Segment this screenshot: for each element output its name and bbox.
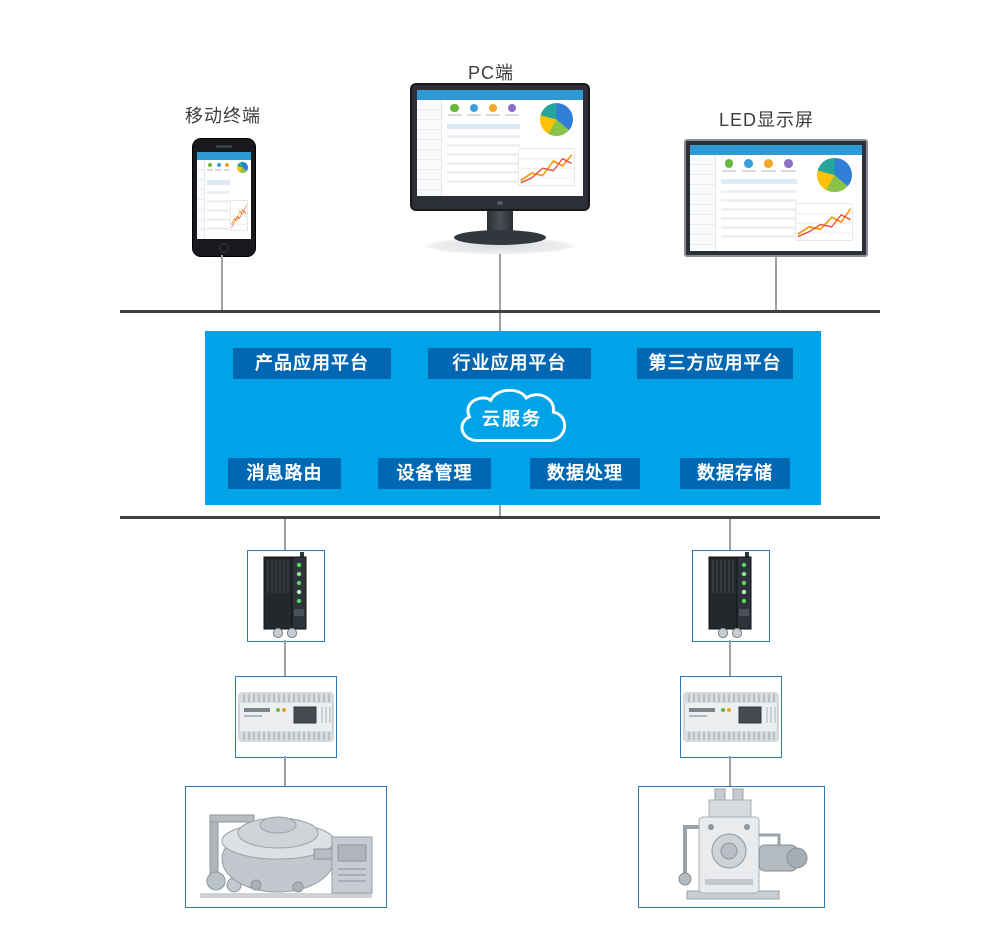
stat-line — [721, 169, 737, 172]
service-button-device-mgmt: 设备管理 — [378, 458, 491, 489]
monitor-logo — [497, 201, 503, 205]
dashboard-table — [206, 179, 231, 231]
dashboard-table — [720, 179, 797, 241]
led-screen — [690, 145, 862, 251]
stat-item — [721, 158, 737, 175]
connector-plc-to-machine-left — [284, 756, 286, 786]
connector-pc-to-bus — [499, 251, 501, 311]
pie-chart-icon — [236, 162, 248, 174]
granulator-machine-icon — [185, 786, 387, 908]
connector-bus-to-platform — [499, 313, 501, 331]
stat-line — [486, 114, 500, 117]
phone-screen — [197, 152, 251, 239]
iot-gateway-icon — [692, 550, 770, 642]
stat-item — [781, 158, 797, 175]
dashboard-stats — [207, 163, 231, 176]
stat-item — [504, 103, 520, 120]
desktop-monitor-icon — [400, 83, 600, 257]
connector-bus-to-gateway-right — [729, 519, 731, 550]
stat-line — [466, 114, 481, 117]
dashboard-stats — [447, 103, 520, 120]
connector-led-to-bus — [775, 257, 777, 311]
line-chart-icon — [229, 199, 249, 232]
tablet-press-machine-icon — [638, 786, 825, 908]
stat-dot-orange — [488, 103, 498, 113]
stat-line — [781, 169, 796, 172]
dashboard-topbar — [690, 145, 862, 155]
dashboard-topbar — [417, 90, 583, 100]
led-display-label: LED显示屏 — [719, 110, 815, 130]
cloud-platform-panel: 产品应用平台 行业应用平台 第三方应用平台 云服务 消息路由 设备管理 数据处理… — [205, 331, 821, 505]
smartphone-icon — [192, 138, 256, 257]
stat-dot-purple — [784, 158, 793, 168]
stat-dot-orange — [224, 163, 229, 168]
line-chart-icon — [794, 203, 854, 242]
service-button-data-storage: 数据存储 — [680, 458, 790, 489]
dashboard-ui — [197, 152, 251, 239]
cloud-service-label: 云服务 — [482, 409, 542, 429]
stat-line — [215, 169, 222, 172]
connector-plc-to-machine-right — [729, 756, 731, 786]
connector-gateway-to-plc-left — [284, 640, 286, 676]
dashboard-ui — [690, 145, 862, 251]
stat-line — [505, 114, 520, 117]
monitor-bezel — [410, 83, 590, 211]
dashboard-sidebar — [690, 154, 716, 251]
led-display-icon — [684, 139, 868, 257]
stat-dot-green — [450, 103, 459, 113]
stat-dot-blue — [744, 158, 754, 168]
pc-label: PC端 — [468, 63, 515, 83]
stat-dot-green — [208, 163, 213, 168]
connector-mobile-to-bus — [221, 255, 223, 311]
pie-chart-icon — [539, 102, 574, 136]
service-button-routing: 消息路由 — [228, 458, 341, 489]
network-bus-top — [120, 310, 880, 313]
dashboard-ui — [417, 90, 583, 196]
stat-dot-green — [724, 158, 734, 168]
dashboard-topbar — [197, 152, 251, 160]
mobile-terminal-label: 移动终端 — [185, 106, 261, 126]
stat-dot-blue — [469, 103, 479, 113]
connector-gateway-to-plc-right — [729, 640, 731, 676]
dashboard-sidebar — [417, 99, 442, 196]
network-bus-bottom — [120, 516, 880, 519]
plc-controller-icon — [680, 676, 782, 758]
dashboard-table — [446, 124, 520, 186]
stat-item — [741, 158, 757, 175]
pie-chart-icon — [817, 157, 852, 193]
stat-item — [466, 103, 482, 120]
stat-item — [447, 103, 463, 120]
stat-line — [447, 114, 462, 117]
phone-home-button — [219, 243, 229, 253]
monitor-screen — [417, 90, 583, 196]
line-chart-icon — [518, 148, 575, 187]
dashboard-stats — [721, 158, 797, 175]
connector-platform-to-bus — [499, 505, 501, 516]
app-button-thirdparty: 第三方应用平台 — [637, 348, 793, 379]
stat-item — [207, 163, 214, 176]
phone-speaker — [216, 145, 232, 148]
monitor-stand-base — [454, 230, 546, 245]
stat-dot-orange — [764, 158, 774, 168]
stat-item — [761, 158, 777, 175]
app-button-product: 产品应用平台 — [233, 348, 391, 379]
iot-gateway-icon — [247, 550, 325, 642]
plc-controller-icon — [235, 676, 337, 758]
monitor-stand-neck — [487, 211, 513, 233]
stat-line — [741, 169, 757, 172]
stat-item — [485, 103, 501, 120]
stat-line — [761, 169, 776, 172]
dashboard-sidebar — [197, 159, 206, 239]
stat-dot-purple — [507, 103, 517, 113]
cloud-icon: 云服务 — [447, 385, 577, 445]
stat-line — [223, 169, 231, 172]
stat-dot-blue — [216, 163, 221, 168]
monitor-shadow — [400, 235, 600, 257]
connector-bus-to-gateway-left — [284, 519, 286, 550]
stat-item — [223, 163, 231, 176]
service-button-data-processing: 数据处理 — [530, 458, 640, 489]
stat-line — [207, 169, 214, 172]
app-button-industry: 行业应用平台 — [428, 348, 591, 379]
stat-item — [215, 163, 222, 176]
